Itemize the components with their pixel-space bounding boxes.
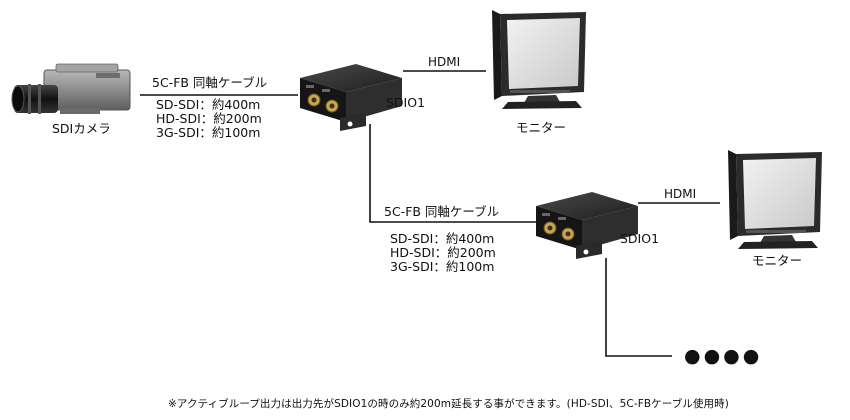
cable-bottom-spec: HD-SDI：約200m — [390, 245, 496, 260]
device-2-label: SDIO1 — [620, 231, 660, 246]
hdmi-label-1: HDMI — [428, 55, 461, 69]
cable-top-spec: SD-SDI：約400m — [156, 97, 261, 112]
sdio1-device-1 — [300, 64, 402, 131]
sdio1-device-2 — [536, 192, 638, 259]
device-1-label: SDIO1 — [386, 95, 426, 110]
monitor-2-label: モニター — [752, 253, 803, 268]
cable-top-title: 5C-FB 同軸ケーブル — [152, 75, 268, 90]
monitor-1 — [492, 10, 586, 109]
cable-bottom-title: 5C-FB 同軸ケーブル — [384, 204, 500, 219]
cable-bottom-spec: 3G-SDI：約100m — [390, 259, 495, 274]
coax-line-down — [369, 124, 536, 223]
sdi-camera — [11, 63, 131, 114]
cable-top-spec: 3G-SDI：約100m — [156, 125, 261, 140]
monitor-2 — [728, 150, 822, 249]
hdmi-label-2: HDMI — [664, 187, 697, 201]
cable-top-specs: SD-SDI：約400m HD-SDI：約200m 3G-SDI：約100m — [156, 98, 262, 140]
footnote: ※アクティブループ出力は出力先がSDIO1の時のみ約200m延長する事ができます… — [168, 398, 729, 410]
camera-label: SDIカメラ — [52, 121, 111, 136]
cable-bottom-spec: SD-SDI：約400m — [390, 231, 495, 246]
cable-bottom-specs: SD-SDI：約400m HD-SDI：約200m 3G-SDI：約100m — [390, 232, 496, 274]
connection-lines — [140, 70, 720, 357]
cable-top-spec: HD-SDI：約200m — [156, 111, 262, 126]
continuation-dots: ●●●● — [684, 345, 763, 367]
loop-line — [605, 258, 672, 357]
monitor-1-label: モニター — [516, 120, 567, 135]
